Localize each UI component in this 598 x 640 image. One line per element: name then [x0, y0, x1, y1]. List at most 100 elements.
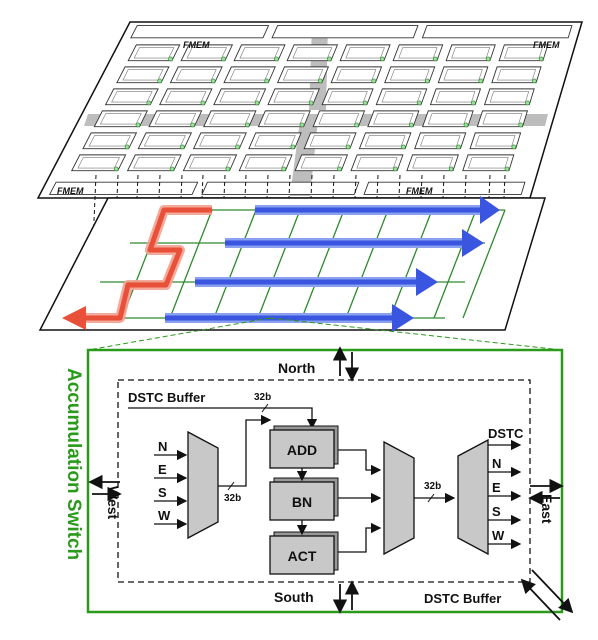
fmem-bar — [271, 25, 419, 39]
chip-tiles — [70, 44, 549, 172]
input-port-label: S — [158, 485, 167, 500]
switch-title: Accumulation Switch — [63, 368, 84, 560]
switch-node — [518, 122, 524, 128]
switch-node — [225, 166, 231, 172]
west-label: West — [105, 486, 121, 520]
switch-node — [299, 122, 305, 128]
north-label: North — [278, 360, 315, 376]
chip-tile — [126, 154, 182, 172]
switch-node — [235, 144, 240, 150]
switch-node — [432, 56, 438, 62]
switch-node — [113, 166, 119, 172]
chip-tile — [248, 132, 302, 150]
chip-tile — [469, 132, 522, 150]
chip-tile — [213, 88, 267, 106]
switch-node — [254, 100, 260, 106]
switch-node — [290, 144, 296, 150]
fmem-label-bottom-right: FMEM — [406, 186, 433, 196]
input-port-label: N — [158, 439, 167, 454]
grid-col — [169, 209, 213, 319]
output-mux — [383, 440, 415, 556]
fmem-bar — [130, 25, 270, 39]
chip-tile — [358, 132, 412, 150]
dstc-output-label: DSTC — [488, 426, 524, 441]
switch-node — [337, 166, 342, 172]
switch-node — [264, 78, 270, 84]
fmem-label-top-right: FMEM — [533, 40, 560, 50]
chip-tile — [421, 110, 474, 128]
chip-tile — [238, 154, 293, 172]
chip-tile — [276, 66, 330, 84]
zoom-line-left — [87, 317, 271, 351]
switch-node — [538, 56, 544, 62]
fmem-bar — [363, 181, 526, 195]
switch-node — [416, 100, 422, 106]
output-port-label: E — [492, 480, 501, 495]
grid-col — [213, 209, 257, 319]
grid-col — [301, 209, 345, 319]
zoom-line-right — [269, 317, 563, 351]
switch-node — [401, 144, 406, 150]
switch-node — [531, 78, 537, 84]
switch-node — [345, 144, 351, 150]
switch-node — [504, 166, 510, 172]
switch-node — [244, 122, 250, 128]
switch-node — [210, 78, 216, 84]
chip-tile — [462, 154, 515, 172]
chip-tile — [498, 44, 549, 62]
fmem-bar — [201, 181, 360, 195]
chip-tile — [294, 154, 349, 172]
dstc-buffer-top-label: DSTC Buffer — [128, 390, 205, 405]
switch-node — [221, 56, 226, 62]
width-label-top: 32b — [254, 392, 271, 403]
switch-node — [408, 122, 414, 128]
switch-node — [371, 78, 377, 84]
red-arrow-head — [62, 306, 86, 330]
chip-tile — [406, 154, 459, 172]
chip-tile — [350, 154, 404, 172]
chip-tile — [476, 110, 529, 128]
switch-node — [146, 100, 152, 106]
chip-tile — [445, 44, 496, 62]
switch-node — [393, 166, 398, 172]
chip-tile — [70, 154, 127, 172]
chip-tile — [339, 44, 391, 62]
chip-tile — [321, 88, 374, 106]
chip-tile — [182, 154, 238, 172]
output-port-label: W — [492, 528, 505, 543]
chip-fmem-bars — [48, 25, 573, 195]
add-block-label: ADD — [287, 442, 317, 458]
switch-node — [471, 100, 476, 106]
chip-tile — [257, 110, 311, 128]
switch-node — [169, 166, 175, 172]
switch-node — [511, 144, 517, 150]
switch-node — [354, 122, 360, 128]
input-port-label: W — [158, 508, 171, 523]
switch-node — [168, 56, 173, 62]
east-label: East — [539, 494, 555, 524]
chip-tile — [312, 110, 366, 128]
width-label-left: 32b — [224, 493, 241, 504]
fmem-label-bottom-left: FMEM — [57, 186, 84, 196]
switch-node — [124, 144, 130, 150]
grid-col — [462, 209, 506, 319]
grid-col — [257, 209, 301, 319]
switch-inner-border — [117, 379, 531, 583]
act-block — [269, 535, 335, 575]
switch-node — [424, 78, 430, 84]
grid-col — [389, 209, 433, 319]
dstc-buffer-bottom-label: DSTC Buffer — [424, 591, 501, 606]
switch-node — [463, 122, 469, 128]
output-demux — [457, 438, 489, 556]
switch-node — [135, 122, 141, 128]
chip-tile — [267, 88, 320, 106]
fmem-label-top-left: FMEM — [183, 40, 210, 50]
chip-tile — [483, 88, 535, 106]
chip-tile — [330, 66, 383, 84]
fmem-bar — [48, 181, 199, 195]
switch-node — [200, 100, 206, 106]
output-port-label: N — [492, 456, 501, 471]
